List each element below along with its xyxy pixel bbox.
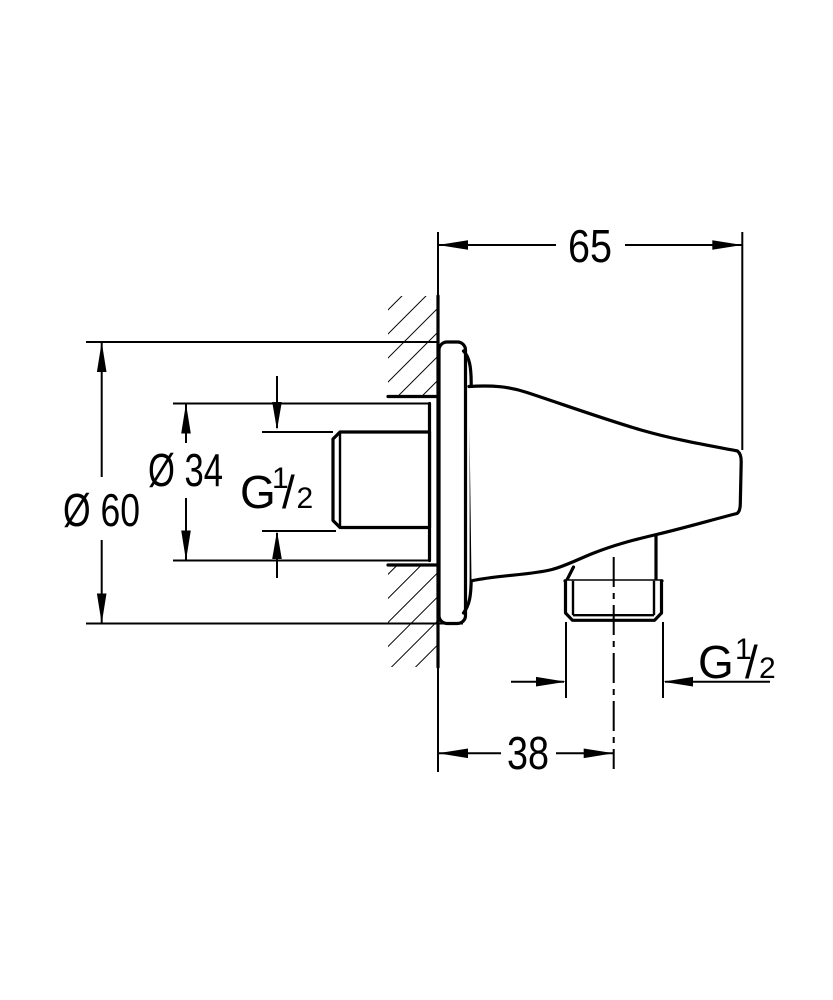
dim65-arrow-right (712, 240, 743, 250)
flange-plate (437, 340, 468, 626)
wall-hatch-lower (388, 565, 438, 667)
dimension-38: 38 (437, 667, 614, 779)
wallthread-label-numerator: 1 (272, 462, 289, 495)
wall-thread-stub (173, 401, 432, 563)
wall-hatch-upper (388, 296, 438, 397)
dim60-arrow-top (96, 342, 107, 372)
wall-thread-callout: G 1 / 2 (240, 376, 313, 578)
dim60-label: Ø 60 (63, 484, 140, 536)
dimension-60: Ø 60 (63, 341, 463, 625)
wall-flange (437, 340, 473, 626)
outlet-thread-callout: G 1 / 2 (511, 622, 776, 698)
thread-block (331, 430, 432, 530)
wallthread-arrow-bottom (272, 531, 282, 559)
outlet-nipple (563, 533, 664, 769)
dim34-arrow-bottom (181, 530, 191, 561)
dim38-label: 38 (507, 727, 549, 779)
dim60-arrow-bottom (96, 593, 107, 624)
dim34-arrow-top (181, 403, 191, 434)
dim38-arrow-right (583, 748, 614, 759)
outletthread-label-denominator: 2 (759, 652, 776, 685)
outletthread-arrow-right (663, 676, 693, 687)
elbow-body (467, 384, 743, 583)
dim65-label: 65 (568, 220, 612, 272)
dim65-arrow-left (438, 240, 468, 250)
wallthread-label-g: G (240, 466, 276, 518)
outletthread-label-g: G (698, 636, 734, 688)
wallthread-arrow-top (272, 402, 282, 430)
wallthread-label-slash: / (282, 466, 295, 518)
outletthread-label-slash: / (745, 636, 758, 688)
dim38-arrow-left (438, 748, 468, 759)
outletthread-arrow-left (536, 676, 566, 687)
outlet-boss-left-edge (564, 565, 576, 583)
outletthread-label-numerator: 1 (735, 633, 752, 666)
wallthread-label-denominator: 2 (297, 482, 314, 515)
dimension-65: 65 (437, 220, 744, 450)
dim34-label: Ø 34 (148, 444, 223, 496)
dimension-34: Ø 34 (148, 403, 223, 561)
